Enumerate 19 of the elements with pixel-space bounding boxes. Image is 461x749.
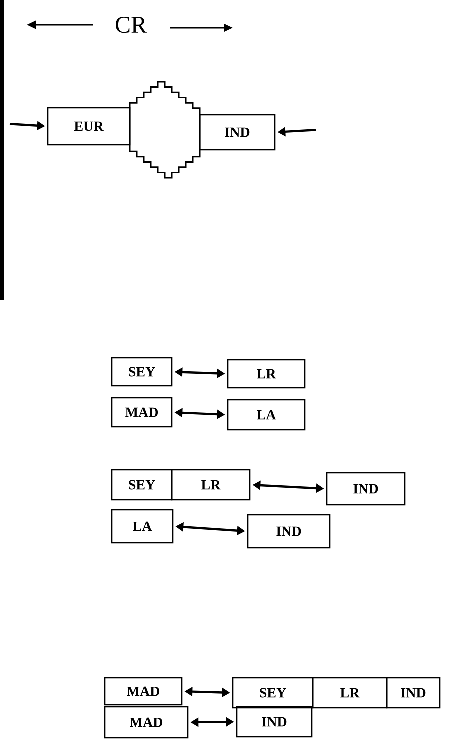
box: IND xyxy=(236,706,313,738)
box: LR xyxy=(171,469,251,501)
box: MAD xyxy=(111,397,173,428)
box: MAD xyxy=(104,677,183,706)
box: LA xyxy=(227,399,306,431)
box: EUR xyxy=(47,107,131,146)
box: IND xyxy=(386,677,441,709)
box: SEY xyxy=(232,677,314,709)
box: IND xyxy=(326,472,406,506)
box: LR xyxy=(312,677,388,709)
box: MAD xyxy=(104,706,189,739)
box: IND xyxy=(199,114,276,151)
jagged-shape xyxy=(129,81,201,179)
box: SEY xyxy=(111,469,173,501)
box: LR xyxy=(227,359,306,389)
box: IND xyxy=(247,514,331,549)
box: LA xyxy=(111,509,174,544)
box: SEY xyxy=(111,357,173,387)
label: CR xyxy=(116,16,147,34)
